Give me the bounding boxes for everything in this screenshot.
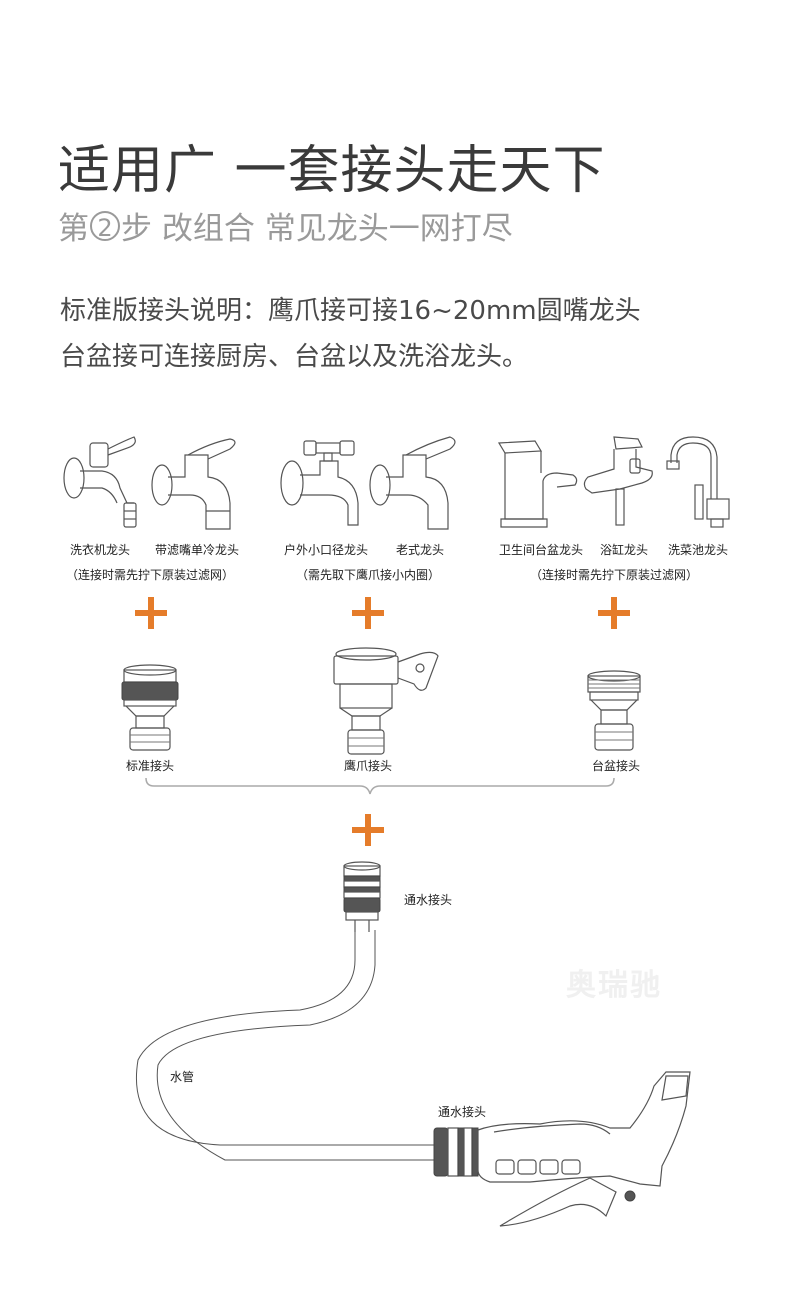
spray-gun-icon bbox=[433, 1071, 691, 1227]
hose-connector-label: 通水接头 bbox=[404, 893, 453, 907]
grouping-brace bbox=[145, 777, 615, 795]
faucet-label-outdoor: 户外小口径龙头 bbox=[283, 543, 369, 557]
plus-icon bbox=[352, 597, 384, 629]
old-style-faucet-icon bbox=[369, 436, 456, 530]
adapter-label-basin: 台盆接头 bbox=[591, 759, 641, 773]
faucet-group-note-2: （需先取下鹰爪接小内圈） bbox=[295, 568, 441, 582]
description-line-1: 标准版接头说明：鹰爪接可接16~20mm圆嘴龙头 bbox=[60, 296, 641, 326]
claw-adapter-icon bbox=[333, 647, 439, 755]
hose-label: 水管 bbox=[170, 1070, 195, 1084]
plus-icon bbox=[135, 597, 167, 629]
faucet-label-washing-machine: 洗衣机龙头 bbox=[69, 543, 131, 557]
basin-adapter-icon bbox=[587, 670, 641, 751]
faucet-label-filter: 带滤嘴单冷龙头 bbox=[154, 543, 240, 557]
filter-faucet-icon bbox=[151, 438, 236, 530]
bathtub-faucet-icon bbox=[583, 436, 653, 526]
page-title: 适用广 一套接头走天下 bbox=[58, 141, 606, 201]
step-number-badge: 2 bbox=[90, 211, 120, 242]
outdoor-faucet-icon bbox=[280, 440, 359, 526]
basin-faucet-icon bbox=[497, 440, 578, 528]
hose-connector-icon bbox=[343, 861, 381, 932]
adapter-label-standard: 标准接头 bbox=[125, 759, 175, 773]
brand-watermark: 奥瑞驰 bbox=[566, 968, 662, 1003]
faucet-label-bathtub: 浴缸龙头 bbox=[599, 543, 649, 557]
adapter-label-claw: 鹰爪接头 bbox=[343, 759, 393, 773]
plus-icon bbox=[598, 597, 630, 629]
faucet-label-basin: 卫生间台盆龙头 bbox=[498, 543, 584, 557]
standard-adapter-icon bbox=[121, 664, 179, 751]
kitchen-faucet-icon bbox=[666, 436, 730, 528]
subtitle-text: 步 改组合 常见龙头一网打尽 bbox=[121, 211, 513, 247]
faucet-group-note-3: （连接时需先拧下原装过滤网） bbox=[529, 568, 699, 582]
washing-machine-faucet-icon bbox=[63, 436, 137, 528]
subtitle-prefix: 第 bbox=[58, 211, 89, 247]
faucet-label-kitchen: 洗菜池龙头 bbox=[667, 543, 729, 557]
faucet-label-old-style: 老式龙头 bbox=[395, 543, 445, 557]
faucet-group-note-1: （连接时需先拧下原装过滤网） bbox=[65, 568, 235, 582]
plus-icon bbox=[352, 814, 384, 846]
description-line-2: 台盆接可连接厨房、台盆以及洗浴龙头。 bbox=[60, 342, 529, 372]
gun-connector-label: 通水接头 bbox=[438, 1105, 487, 1119]
